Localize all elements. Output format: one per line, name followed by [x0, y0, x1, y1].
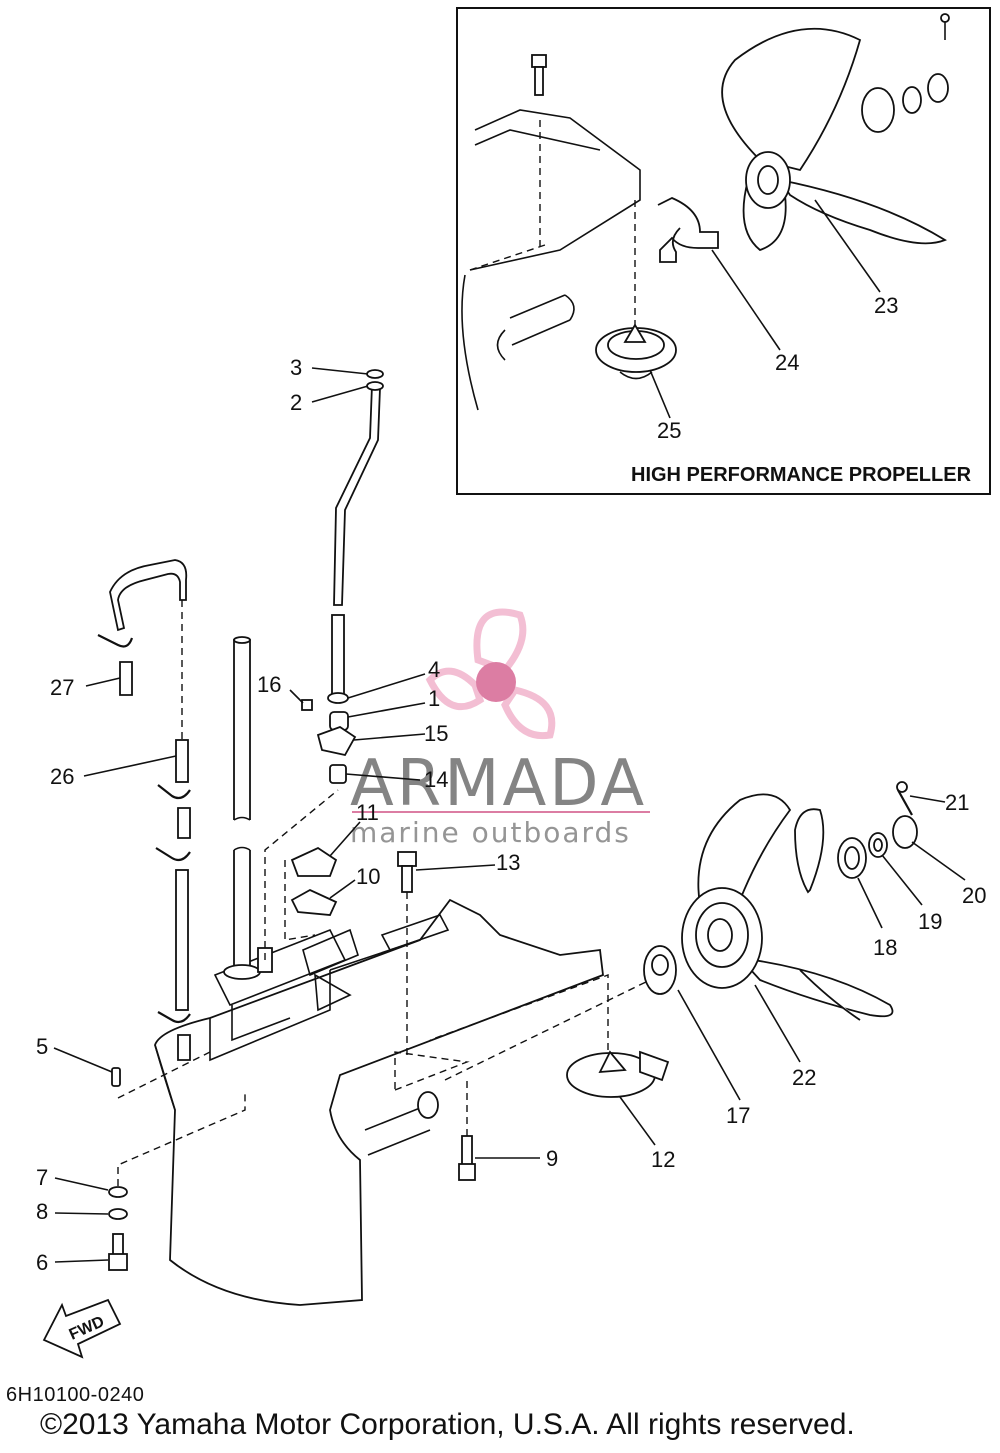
part-label-11: 11 [356, 800, 379, 825]
part-label-25: 25 [657, 418, 681, 443]
part-label-8: 8 [36, 1199, 48, 1224]
exploded-parts-diagram: 23 24 25 HIGH PERFORMANCE PROPELLER ARMA… [36, 7, 991, 1359]
fwd-arrow-icon [42, 1298, 122, 1359]
armada-watermark: ARMADA marine outboards [350, 608, 650, 849]
part-label-1: 1 [428, 686, 440, 711]
part-label-3: 3 [290, 355, 302, 380]
part-label-26: 26 [50, 764, 74, 789]
part-label-23: 23 [874, 293, 898, 318]
part-label-18: 18 [873, 935, 897, 960]
part-label-15: 15 [424, 721, 448, 746]
copyright-notice: ©2013 Yamaha Motor Corporation, U.S.A. A… [40, 1408, 855, 1441]
part-label-21: 21 [945, 790, 969, 815]
part-label-14: 14 [424, 767, 448, 792]
part-label-7: 7 [36, 1165, 48, 1190]
part-label-2: 2 [290, 390, 302, 415]
part-label-10: 10 [356, 864, 380, 889]
part-label-22: 22 [792, 1065, 816, 1090]
part-label-17: 17 [726, 1103, 750, 1128]
part-label-13: 13 [496, 850, 520, 875]
part-label-27: 27 [50, 675, 74, 700]
part-label-9: 9 [546, 1146, 558, 1171]
part-label-12: 12 [651, 1147, 675, 1172]
high-performance-propeller-inset: 23 24 25 HIGH PERFORMANCE PROPELLER [456, 7, 991, 495]
part-label-4: 4 [428, 657, 440, 682]
part-label-16: 16 [257, 672, 281, 697]
watermark-tagline: marine outboards [350, 816, 631, 849]
lower-unit-assembly: FWD 1 2 3 4 5 6 7 8 9 10 [36, 355, 986, 1359]
part-label-5: 5 [36, 1034, 48, 1059]
diagram-code: 6H10100-0240 [6, 1384, 145, 1406]
part-label-20: 20 [962, 883, 986, 908]
inset-title: HIGH PERFORMANCE PROPELLER [631, 464, 972, 486]
part-label-19: 19 [918, 909, 942, 934]
part-label-24: 24 [775, 350, 799, 375]
part-label-6: 6 [36, 1250, 48, 1275]
watermark-brand: ARMADA [350, 747, 647, 821]
